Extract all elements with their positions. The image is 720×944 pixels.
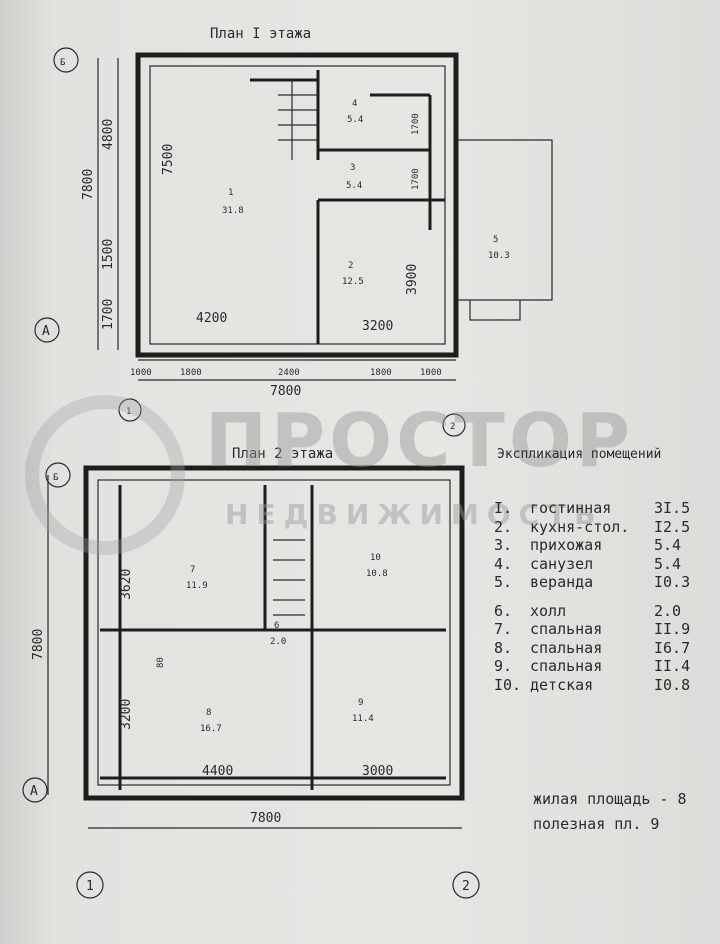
floor1-plan: План I этажа Б А 1 2 1 31.8 2 12.5 3 5.4… bbox=[34, 26, 553, 437]
dimension: 1500 bbox=[101, 239, 116, 270]
dimension: 3000 bbox=[362, 764, 393, 779]
useful-area: полезная пл. 9 bbox=[533, 815, 660, 833]
room-area: 11.4 bbox=[352, 714, 374, 724]
dimension: 3620 bbox=[119, 569, 134, 600]
dimension: 1800 bbox=[370, 368, 392, 378]
dimension: 3200 bbox=[119, 699, 134, 730]
axis-a-marker bbox=[22, 777, 48, 803]
room-area: 31.8 bbox=[222, 206, 244, 216]
explication-name: прихожая bbox=[530, 536, 603, 554]
axis-label: А bbox=[42, 324, 50, 339]
dimension: 4200 bbox=[196, 311, 227, 326]
explication-name: веранда bbox=[530, 573, 594, 591]
explication-area: I2.5 bbox=[654, 517, 691, 536]
room-area: 10.8 bbox=[366, 569, 388, 579]
explication-name: холл bbox=[530, 601, 567, 620]
room-number: 10 bbox=[370, 553, 381, 563]
explication-area: I0.3 bbox=[654, 573, 691, 591]
axis-label: 1 bbox=[86, 879, 94, 894]
explication-area: 2.0 bbox=[654, 601, 682, 620]
room-number: 8 bbox=[206, 708, 211, 718]
dimension: 1700 bbox=[411, 168, 421, 190]
floor1-title: План I этажа bbox=[210, 26, 311, 42]
explication-no: 9. bbox=[494, 657, 513, 675]
floor1-outer-wall bbox=[135, 52, 459, 358]
dimension: 7500 bbox=[161, 144, 176, 175]
explication-no: I. bbox=[494, 499, 513, 517]
explication-name: спальная bbox=[530, 638, 603, 657]
room-number: 6 bbox=[274, 621, 279, 631]
axis-2-marker bbox=[452, 871, 480, 899]
dimension: 80 bbox=[156, 657, 166, 668]
watermark-title: ПРОСТОР bbox=[205, 398, 635, 484]
room-number: 4 bbox=[352, 99, 357, 109]
dimension: 7800 bbox=[31, 629, 46, 660]
floor2-outer-wall bbox=[83, 465, 465, 801]
explication-area: I0.8 bbox=[654, 675, 691, 694]
room-area: 16.7 bbox=[200, 724, 222, 734]
explication-no: 7. bbox=[494, 620, 513, 638]
dimension: 1700 bbox=[411, 113, 421, 135]
dimension: 1800 bbox=[180, 368, 202, 378]
axis-b-marker bbox=[53, 47, 79, 73]
dimension: 2400 bbox=[278, 368, 300, 378]
explication-area: 5.4 bbox=[654, 554, 682, 573]
explication-name: детская bbox=[530, 675, 594, 694]
explication-no: 4. bbox=[494, 554, 513, 573]
explication-name: кухня-стол. bbox=[530, 517, 630, 536]
explication-no: I0. bbox=[494, 675, 522, 694]
explication-name: спальная bbox=[530, 620, 603, 638]
dimension: 7800 bbox=[81, 169, 96, 200]
explication-name: спальная bbox=[530, 657, 603, 675]
axis-label: Б bbox=[60, 58, 65, 68]
floor2-title: План 2 этажа bbox=[232, 446, 333, 462]
room-area: 5.4 bbox=[346, 181, 362, 191]
room-area: 12.5 bbox=[342, 277, 364, 287]
room-number: 5 bbox=[493, 235, 498, 245]
room-number: 9 bbox=[358, 698, 363, 708]
room-number: 1 bbox=[228, 188, 233, 198]
explication-area: 3I.5 bbox=[654, 499, 691, 517]
dimension: 1000 bbox=[420, 368, 442, 378]
dimension: 3900 bbox=[405, 264, 420, 295]
room-area: 10.3 bbox=[488, 251, 510, 261]
living-area: жилая площадь - 8 bbox=[533, 790, 687, 808]
room-area: 5.4 bbox=[347, 115, 363, 125]
room-number: 2 bbox=[348, 261, 353, 271]
explication-name: гостинная bbox=[530, 499, 612, 517]
dimension: 7800 bbox=[270, 384, 301, 399]
axis-label: А bbox=[30, 784, 38, 799]
watermark-subtitle: НЕДВИЖИМОСТЬ bbox=[225, 498, 604, 531]
dimension: 3200 bbox=[362, 319, 393, 334]
room-number: 7 bbox=[190, 565, 195, 575]
explication-no: 5. bbox=[494, 573, 513, 591]
explication-area: II.9 bbox=[654, 620, 691, 638]
axis-1-marker bbox=[76, 871, 104, 899]
explication-no: 8. bbox=[494, 638, 513, 657]
dimension: 7800 bbox=[250, 811, 281, 826]
room-number: 3 bbox=[350, 163, 355, 173]
axis-2-marker bbox=[442, 413, 466, 437]
explication-no: 3. bbox=[494, 536, 513, 554]
dimension: 4400 bbox=[202, 764, 233, 779]
axis-a-marker bbox=[34, 317, 60, 343]
dimension: 1000 bbox=[130, 368, 152, 378]
explication-area: 5.4 bbox=[654, 536, 682, 554]
dimension: 4800 bbox=[101, 119, 116, 150]
explication-area: II.4 bbox=[654, 657, 691, 675]
watermark-logo bbox=[25, 395, 185, 555]
room-area: 11.9 bbox=[186, 581, 208, 591]
dimension: 1700 bbox=[101, 299, 116, 330]
axis-label: 2 bbox=[450, 422, 455, 432]
explication-no: 6. bbox=[494, 601, 513, 620]
room-area: 2.0 bbox=[270, 637, 286, 647]
floor2-plan: План 2 этажа Б А 1 2 7 11.9 10 10.8 6 2.… bbox=[22, 446, 480, 899]
explication-title: Экспликация помещений bbox=[497, 447, 662, 462]
explication-no: 2. bbox=[494, 517, 513, 536]
explication-area: I6.7 bbox=[654, 638, 691, 657]
axis-label: 2 bbox=[462, 879, 470, 894]
explication-name: санузел bbox=[530, 554, 594, 573]
